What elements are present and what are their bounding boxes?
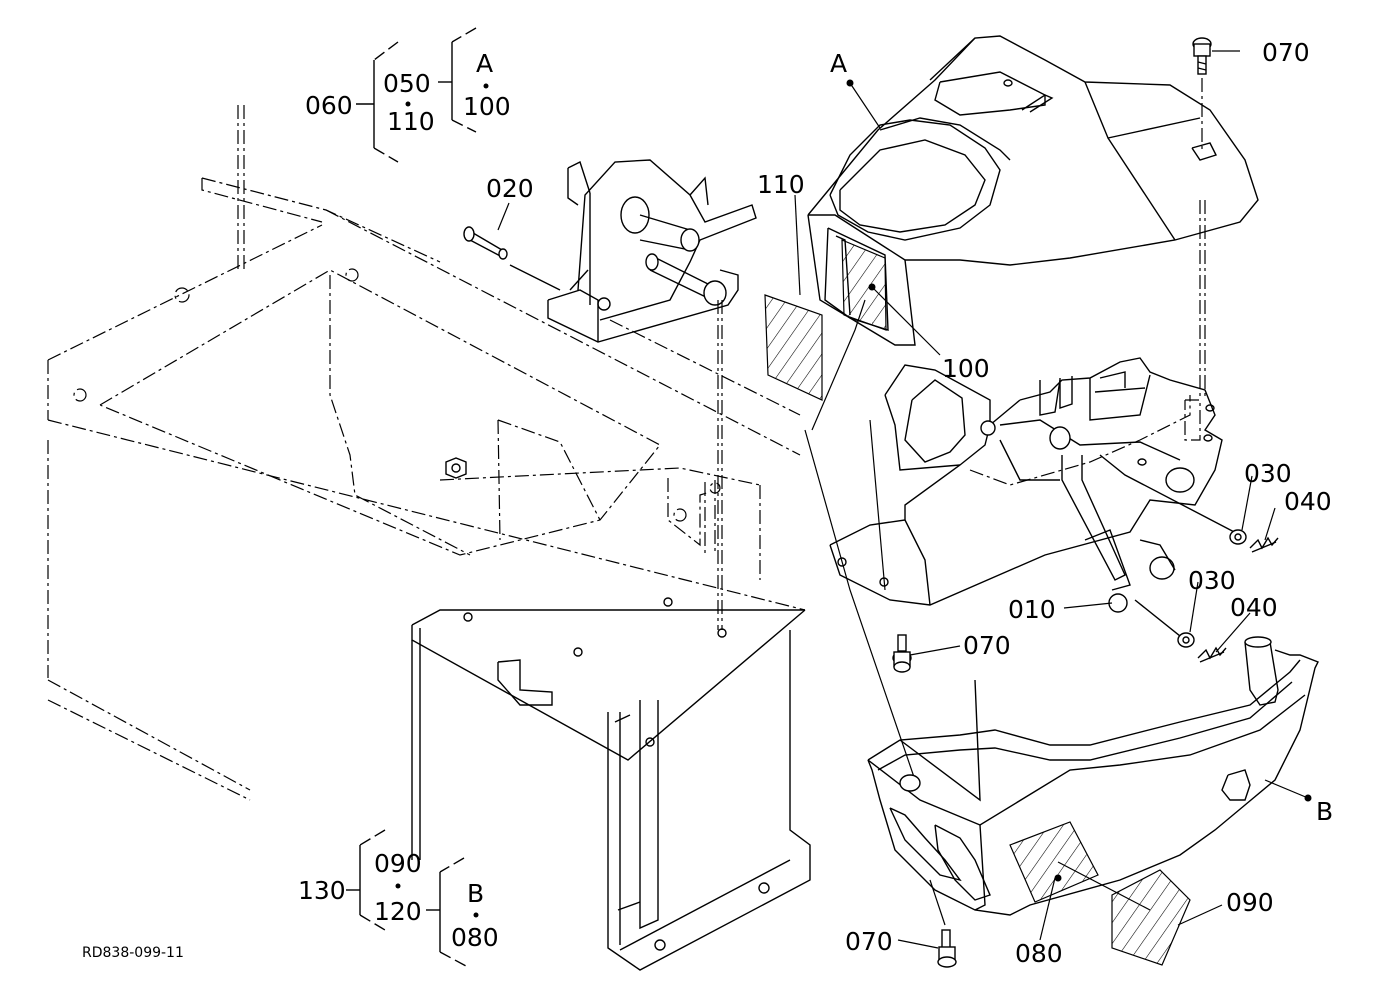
ref-label-a: A [830, 49, 847, 78]
part-label-080: 080 [1015, 939, 1063, 968]
part-label-040-lower: 040 [1230, 593, 1278, 622]
part-label-010: 010 [1008, 595, 1056, 624]
part-label-060: 060 [305, 91, 353, 120]
part-label-070-bot: 070 [845, 927, 893, 956]
group-brackets-bottom [346, 829, 479, 967]
part-label-110-top: 110 [387, 107, 435, 136]
bolt-070-mid [892, 634, 912, 673]
decal-080 [1009, 821, 1099, 903]
part-label-030-lower: 030 [1188, 566, 1236, 595]
bolt-070-bot [929, 879, 957, 968]
part-label-030-upper: 030 [1244, 459, 1292, 488]
frame-plate [411, 597, 811, 971]
group-brackets-top [356, 27, 489, 163]
part-label-090: 090 [1226, 888, 1274, 917]
part-label-070-top: 070 [1262, 38, 1310, 67]
clip-040-upper [1249, 536, 1279, 553]
part-label-100-top: 100 [463, 92, 511, 121]
part-label-040-upper: 040 [1284, 487, 1332, 516]
part-label-080-bottom: 080 [451, 923, 499, 952]
part-label-100: 100 [942, 354, 990, 383]
drawing-id: RD838-099-11 [82, 945, 184, 961]
part-label-120: 120 [374, 897, 422, 926]
lock-nut [445, 457, 467, 479]
upper-cover [807, 35, 1259, 346]
lower-cover [867, 636, 1319, 916]
pedal-bracket [509, 159, 757, 343]
ref-label-a-top: A [476, 49, 493, 78]
decal-110 [764, 294, 823, 401]
part-label-110: 110 [757, 170, 805, 199]
frame-outline [47, 105, 806, 801]
ref-label-b-bottom: B [467, 879, 484, 908]
part-label-050: 050 [383, 69, 431, 98]
part-label-020: 020 [486, 174, 534, 203]
part-label-070-mid: 070 [963, 631, 1011, 660]
decal-090 [1111, 869, 1191, 966]
bolt-070-top [1192, 37, 1212, 150]
washer-030-upper [1229, 529, 1247, 545]
decal-100 [841, 239, 887, 331]
clip-040-lower [1197, 646, 1227, 663]
leader-lines [497, 50, 1309, 949]
washer-030-lower [1177, 632, 1195, 648]
pin-020 [463, 226, 508, 260]
steering-column [829, 200, 1241, 641]
part-label-130: 130 [298, 876, 346, 905]
part-label-090-bottom: 090 [374, 849, 422, 878]
ref-label-b: B [1316, 797, 1333, 826]
